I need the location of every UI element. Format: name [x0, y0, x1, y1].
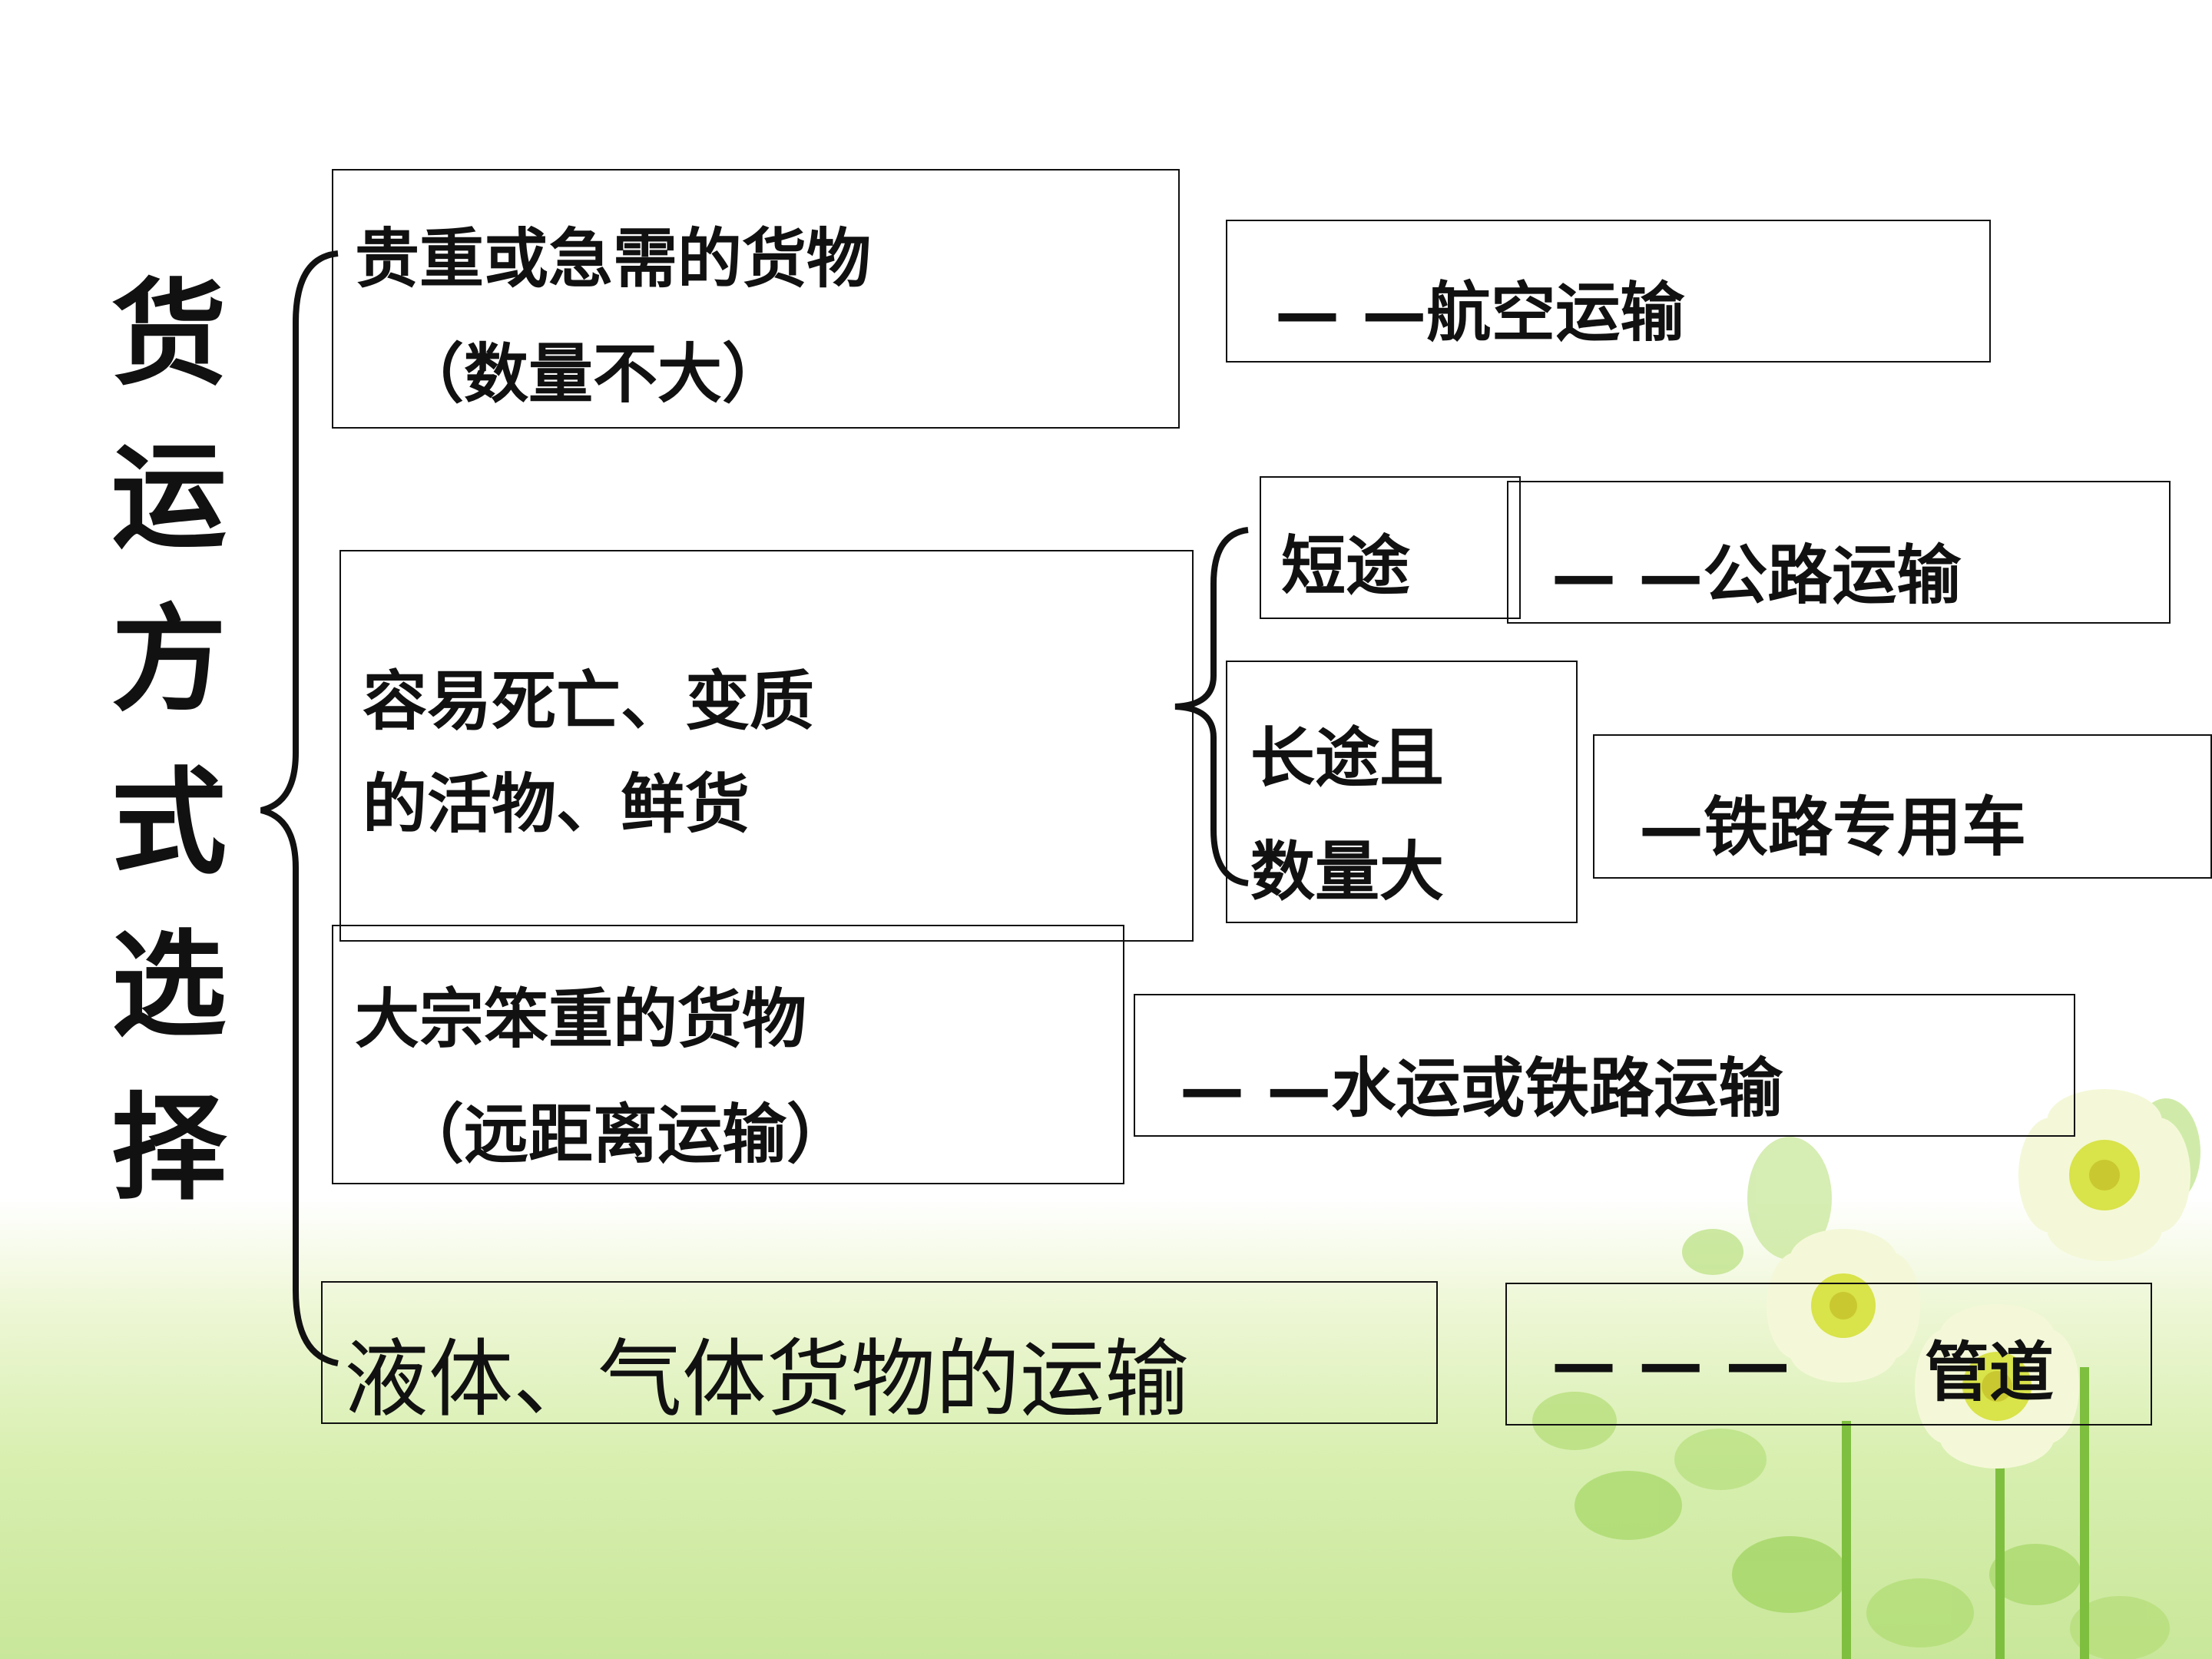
- flower-decoration-1: [1767, 1229, 1920, 1382]
- condition-3-line1: 大宗笨重的货物: [355, 982, 807, 1057]
- sub-label-box-1: [1260, 476, 1521, 619]
- leaf-decoration: [1575, 1471, 1682, 1540]
- stem-decoration: [2080, 1367, 2089, 1659]
- condition-1-line1: 贵重或急需的货物: [355, 221, 872, 296]
- condition-2-line2: 的活物、鲜货: [363, 767, 750, 842]
- page-title: 货运方式选择: [111, 268, 227, 1216]
- leaf-decoration: [1532, 1392, 1617, 1450]
- flower-decoration-3: [2018, 1089, 2190, 1261]
- mode-1-label: — —航空运输: [1275, 275, 1685, 350]
- leaf-decoration: [1989, 1544, 2081, 1605]
- sub-label-1: 短途: [1281, 528, 1411, 604]
- sub-label-2-line2: 数量大: [1250, 834, 1445, 909]
- flower-decoration-2: [1915, 1304, 2079, 1469]
- leaf-decoration: [1682, 1229, 1743, 1275]
- stem-decoration: [1842, 1421, 1851, 1659]
- sub-mode-2: —铁路专用车: [1639, 790, 2027, 865]
- sub-mode-box-1: [1507, 481, 2171, 624]
- mode-4-dashes: — — —: [1551, 1326, 1790, 1401]
- sub-mode-box-2: [1593, 734, 2212, 879]
- mode-box-3: [1134, 994, 2075, 1137]
- sub-mode-1: — —公路运输: [1551, 538, 1962, 613]
- condition-4: 液体、气体货物的运输: [344, 1330, 1189, 1429]
- leaf-decoration: [1732, 1536, 1847, 1613]
- mode-3-label: — —水运或铁路运输: [1180, 1051, 1783, 1126]
- condition-box-2: [339, 550, 1194, 942]
- stem-decoration: [1995, 1452, 2005, 1659]
- leaf-decoration: [1866, 1578, 1974, 1647]
- condition-3-line2: （远距离运输）: [399, 1097, 852, 1172]
- sub-label-box-2: [1226, 661, 1578, 923]
- sub-label-2-line1: 长途且: [1250, 720, 1445, 796]
- mode-4-label: 管道: [1925, 1335, 2055, 1410]
- condition-box-1: [332, 169, 1180, 429]
- leaf-decoration: [2070, 1596, 2170, 1659]
- mode-box-1: [1226, 220, 1991, 363]
- condition-box-4: [321, 1281, 1438, 1424]
- condition-2-line1: 容易死亡、变质: [363, 664, 815, 739]
- condition-1-line2: （数量不大）: [399, 336, 787, 412]
- leaf-decoration: [1674, 1429, 1767, 1490]
- mode-box-4: [1505, 1283, 2152, 1426]
- condition-box-3: [332, 925, 1124, 1184]
- leaf-decoration: [1747, 1137, 1832, 1260]
